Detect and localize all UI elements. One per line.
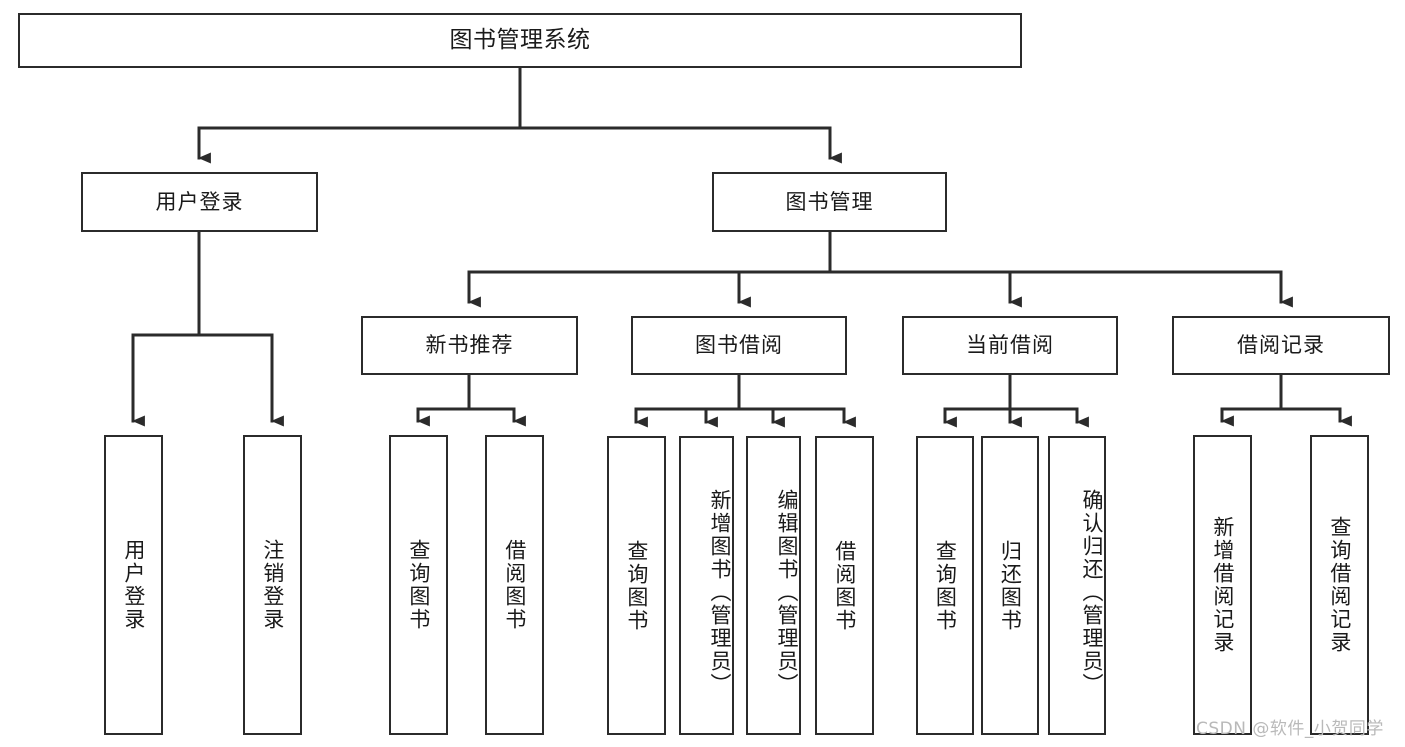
node-leaf-borrow-book-2[interactable]: 借阅图书 bbox=[815, 436, 874, 735]
node-leaf-confirm-return[interactable]: 确认归还（管理员） bbox=[1048, 436, 1106, 735]
node-new-book-recommend[interactable]: 新书推荐 bbox=[361, 316, 578, 375]
node-book-borrow-label: 图书借阅 bbox=[695, 333, 783, 358]
node-root[interactable]: 图书管理系统 bbox=[18, 13, 1022, 68]
node-leaf-return-book-label: 归还图书 bbox=[998, 539, 1023, 632]
node-current-borrow-label: 当前借阅 bbox=[966, 333, 1054, 358]
node-leaf-query-record-label: 查询借阅记录 bbox=[1327, 516, 1352, 654]
node-leaf-add-record-label: 新增借阅记录 bbox=[1210, 516, 1235, 654]
watermark: CSDN @软件_小贺同学 bbox=[1196, 719, 1384, 739]
node-leaf-edit-book-admin[interactable]: 编辑图书（管理员） bbox=[746, 436, 801, 735]
node-root-label: 图书管理系统 bbox=[449, 26, 591, 53]
node-book-manage-label: 图书管理 bbox=[785, 189, 874, 214]
node-leaf-add-book-admin[interactable]: 新增图书（管理员） bbox=[679, 436, 734, 735]
node-leaf-add-book-admin-label: 新增图书（管理员） bbox=[708, 489, 732, 696]
node-leaf-logout-login-label: 注销登录 bbox=[260, 539, 285, 631]
node-borrow-record-label: 借阅记录 bbox=[1237, 333, 1325, 358]
node-book-borrow[interactable]: 图书借阅 bbox=[631, 316, 847, 375]
node-leaf-query-book-2-label: 查询图书 bbox=[624, 539, 649, 632]
node-leaf-query-book-1[interactable]: 查询图书 bbox=[389, 435, 448, 735]
node-leaf-query-book-2[interactable]: 查询图书 bbox=[607, 436, 666, 735]
node-leaf-return-book[interactable]: 归还图书 bbox=[981, 436, 1039, 735]
node-new-book-recommend-label: 新书推荐 bbox=[425, 333, 514, 358]
node-leaf-borrow-book-1[interactable]: 借阅图书 bbox=[485, 435, 544, 735]
node-leaf-query-book-3-label: 查询图书 bbox=[933, 539, 958, 632]
node-leaf-query-record[interactable]: 查询借阅记录 bbox=[1310, 435, 1369, 735]
node-leaf-add-record[interactable]: 新增借阅记录 bbox=[1193, 435, 1252, 735]
node-leaf-query-book-1-label: 查询图书 bbox=[406, 539, 431, 631]
node-borrow-record[interactable]: 借阅记录 bbox=[1172, 316, 1390, 375]
node-leaf-user-login[interactable]: 用户登录 bbox=[104, 435, 163, 735]
node-leaf-borrow-book-1-label: 借阅图书 bbox=[502, 539, 527, 631]
node-leaf-borrow-book-2-label: 借阅图书 bbox=[832, 539, 857, 632]
node-leaf-logout-login[interactable]: 注销登录 bbox=[243, 435, 302, 735]
node-user-login[interactable]: 用户登录 bbox=[81, 172, 318, 232]
node-leaf-query-book-3[interactable]: 查询图书 bbox=[916, 436, 974, 735]
node-book-manage[interactable]: 图书管理 bbox=[712, 172, 947, 232]
node-leaf-confirm-return-label: 确认归还（管理员） bbox=[1080, 489, 1104, 696]
node-user-login-label: 用户登录 bbox=[155, 189, 244, 214]
node-leaf-edit-book-admin-label: 编辑图书（管理员） bbox=[775, 489, 799, 696]
node-current-borrow[interactable]: 当前借阅 bbox=[902, 316, 1118, 375]
node-leaf-user-login-label: 用户登录 bbox=[121, 539, 146, 631]
